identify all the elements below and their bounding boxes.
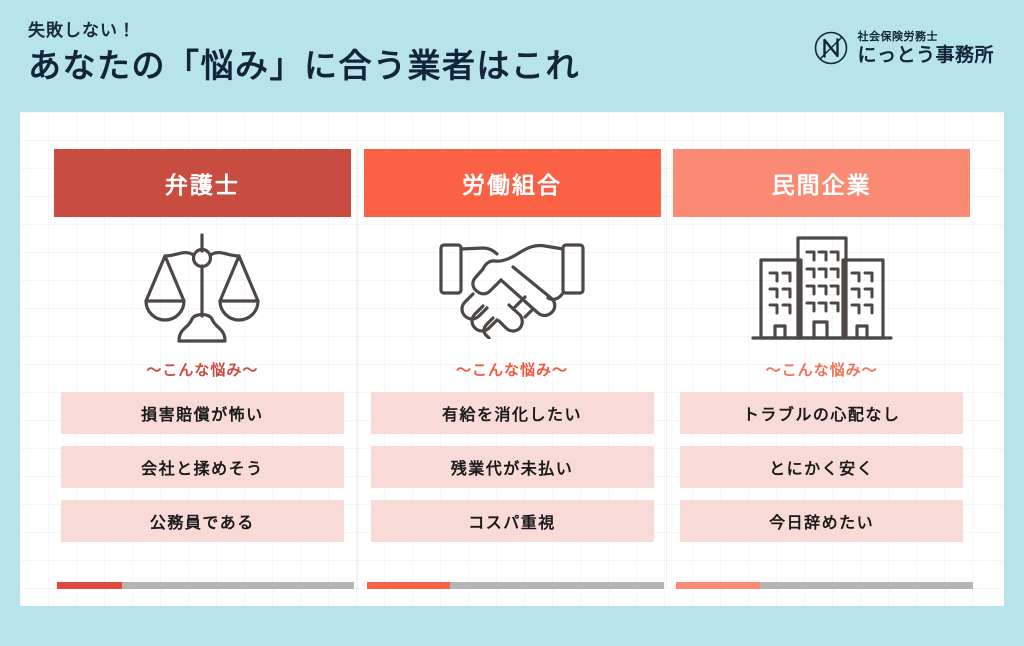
handshake-icon — [437, 237, 587, 339]
comparison-columns: 弁護士 — [48, 149, 976, 589]
worry-label-lawyer: 〜こんな悩み〜 — [146, 362, 259, 379]
worry-item: 今日辞めたい — [680, 500, 964, 542]
logo-qualification-text: 社会保険労務士 — [857, 30, 938, 43]
circle-n-monogram-icon — [811, 28, 851, 68]
icon-area-labor-union — [437, 217, 587, 359]
worry-item: 公務員である — [60, 500, 344, 542]
company-logo: 社会保険労務士 にっとう事務所 — [811, 28, 994, 68]
worry-item: 会社と揉めそう — [60, 446, 344, 488]
progress-fill-labor-union — [366, 582, 450, 589]
worry-item: 残業代が未払い — [370, 446, 654, 488]
kicker-text: 失敗しない！ — [28, 21, 136, 40]
worry-item: トラブルの心配なし — [680, 392, 964, 434]
progress-track-private-company — [676, 582, 974, 589]
worry-item: とにかく安く — [680, 446, 964, 488]
comparison-column-labor-union: 労働組合 — [356, 149, 667, 589]
progress-track-labor-union — [366, 582, 664, 589]
column-header-labor-union: 労働組合 — [363, 149, 661, 217]
worry-item: 有給を消化したい — [370, 392, 654, 434]
logo-office-name: にっとう事務所 — [857, 44, 994, 66]
worry-item: コスパ重視 — [370, 500, 654, 542]
balance-scale-icon — [137, 231, 267, 346]
comparison-card: 弁護士 — [20, 112, 1004, 606]
comparison-column-lawyer: 弁護士 — [48, 149, 357, 589]
column-header-lawyer: 弁護士 — [53, 149, 351, 217]
progress-fill-lawyer — [57, 582, 123, 589]
comparison-column-private-company: 民間企業 — [666, 149, 976, 589]
progress-fill-private-company — [676, 582, 760, 589]
office-buildings-icon — [751, 228, 893, 348]
page-title: あなたの「悩み」に合う業者はこれ — [28, 46, 580, 84]
worry-item: 損害賠償が怖い — [60, 392, 344, 434]
worry-label-private-company: 〜こんな悩み〜 — [765, 362, 878, 379]
worry-label-labor-union: 〜こんな悩み〜 — [455, 362, 568, 379]
page-header: 失敗しない！ あなたの「悩み」に合う業者はこれ 社会保険労務士 にっとう事務所 — [0, 0, 1024, 112]
column-header-private-company: 民間企業 — [673, 149, 971, 217]
icon-area-private-company — [751, 217, 893, 359]
progress-track-lawyer — [57, 582, 354, 589]
logo-text: 社会保険労務士 にっとう事務所 — [857, 30, 994, 66]
title-block: 失敗しない！ あなたの「悩み」に合う業者はこれ — [28, 21, 580, 85]
icon-area-lawyer — [137, 217, 267, 359]
